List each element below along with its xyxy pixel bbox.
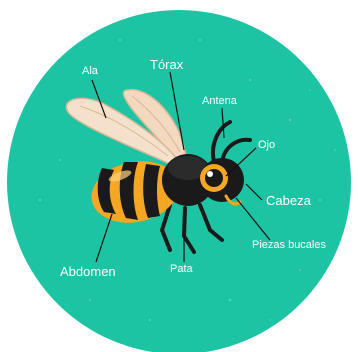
eye-highlight — [207, 171, 213, 177]
label-piezas-bucales: Piezas bucales — [252, 240, 326, 251]
label-ala: Ala — [82, 66, 98, 77]
label-cabeza: Cabeza — [266, 194, 311, 207]
label-torax: Tórax — [150, 58, 183, 71]
label-pata: Pata — [170, 264, 193, 275]
label-ojo: Ojo — [258, 140, 275, 151]
label-antena: Antena — [202, 96, 237, 107]
label-abdomen: Abdomen — [60, 265, 116, 278]
eye-pupil — [205, 169, 223, 187]
